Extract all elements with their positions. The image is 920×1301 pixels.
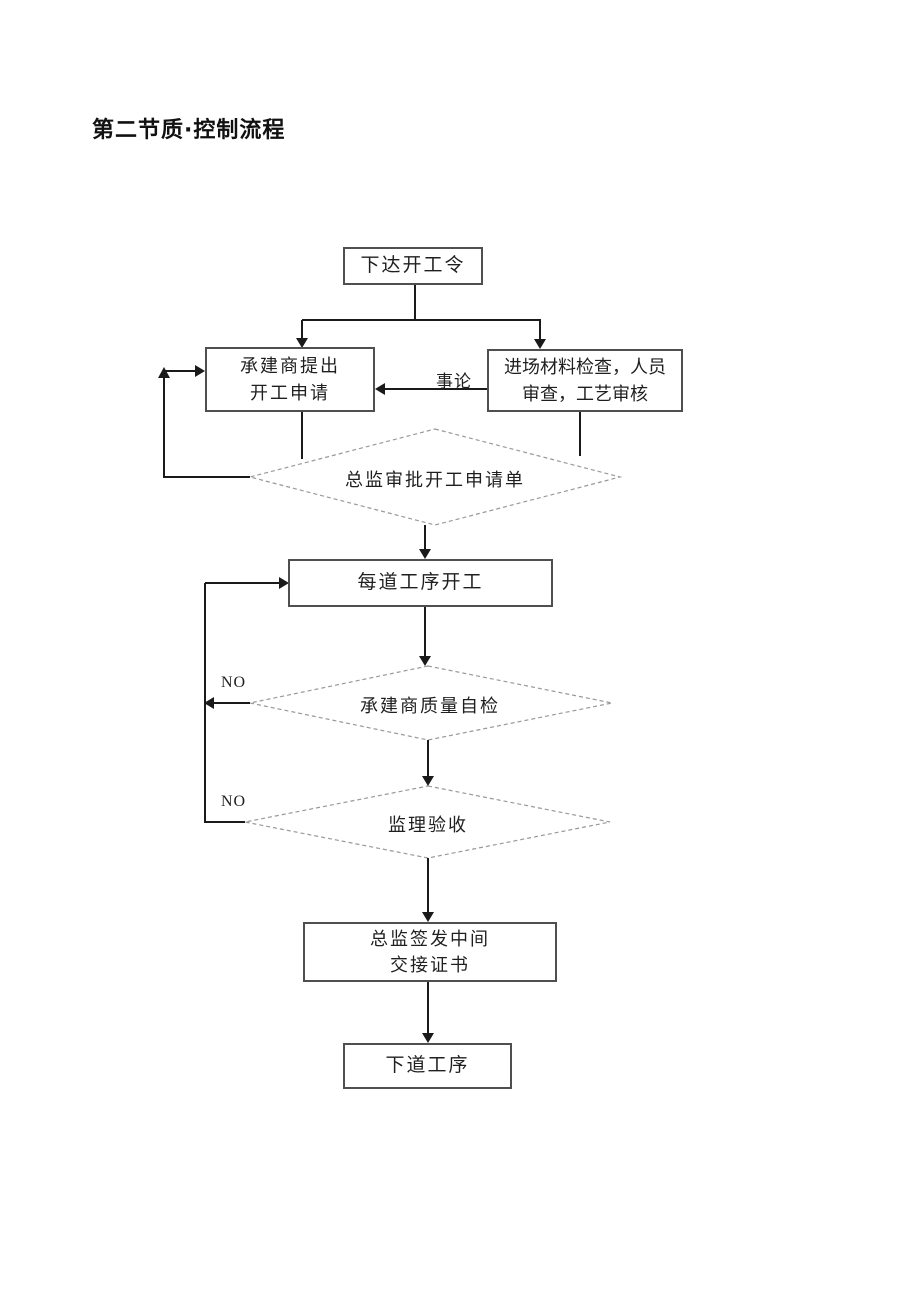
node-process-start-label: 每道工序开工: [357, 572, 484, 594]
arrowhead-icons: [158, 338, 546, 1043]
node-start: 下达开工令: [343, 247, 483, 285]
connector-lines: [163, 285, 581, 1034]
decision-approval-label: 总监审批开工申请单: [345, 470, 525, 490]
node-process-start: 每道工序开工: [288, 559, 553, 607]
node-certificate: 总监签发中间 交接证书: [303, 922, 557, 982]
node-inspection-line1: 进场材料检查，人员: [504, 357, 666, 378]
node-start-label: 下达开工令: [360, 255, 466, 277]
node-material-inspection: 进场材料检查，人员 审查，工艺审核: [487, 349, 683, 412]
decision-supervision-label: 监理验收: [388, 815, 468, 835]
node-certificate-line1: 总监签发中间: [370, 928, 490, 949]
node-contractor-line2: 开工申请: [250, 382, 330, 403]
page-title: 第二节质·控制流程: [92, 118, 286, 143]
edge-label-no-supervision: NO: [221, 793, 247, 810]
edge-label-discuss: 事论: [436, 372, 472, 391]
node-certificate-line2: 交接证书: [390, 955, 470, 975]
node-contractor-line1: 承建商提出: [240, 356, 340, 377]
decision-diamond-shapes: [244, 428, 623, 859]
node-next-process: 下道工序: [343, 1043, 512, 1089]
node-contractor-application: 承建商提出 开工申请: [205, 347, 375, 412]
edge-label-no-self-check: NO: [221, 674, 247, 691]
decision-self-check-label: 承建商质量自检: [360, 696, 500, 716]
node-inspection-line2: 审查，工艺审核: [522, 383, 648, 404]
node-next-process-label: 下道工序: [385, 1055, 470, 1077]
